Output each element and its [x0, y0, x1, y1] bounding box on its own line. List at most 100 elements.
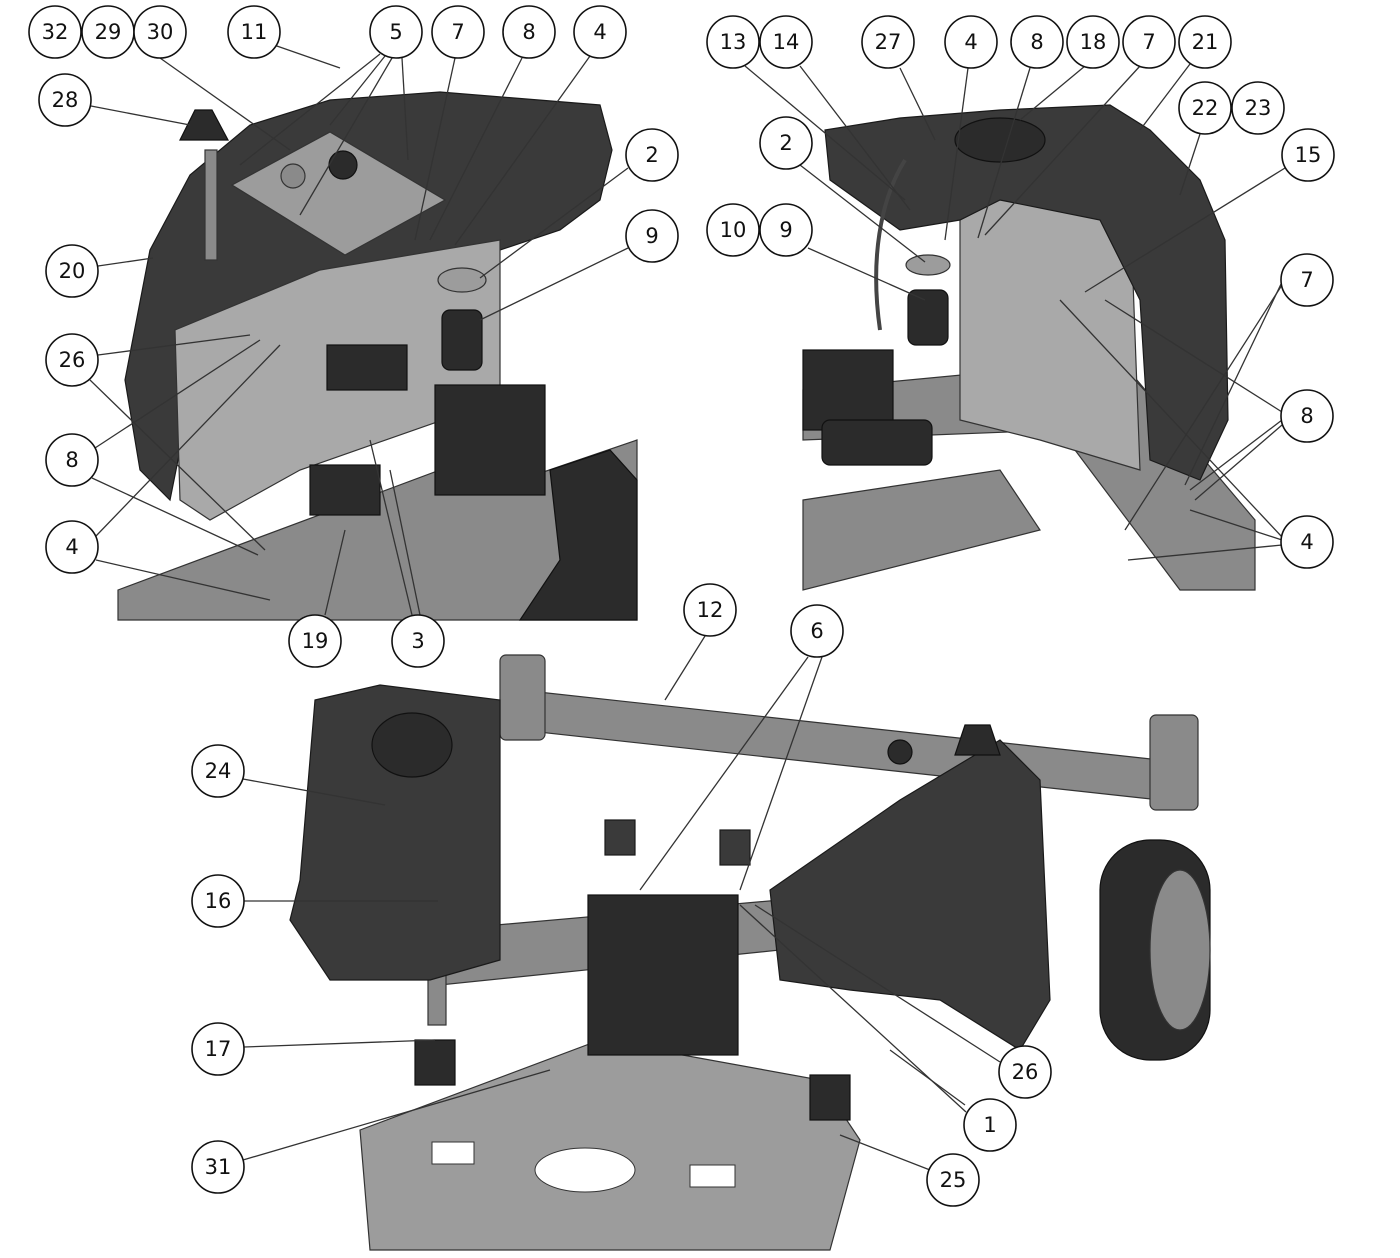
callout-1: 1	[963, 1098, 1017, 1152]
svg-text:21: 21	[1192, 30, 1219, 54]
callout-20: 20	[45, 244, 99, 298]
callout-21: 21	[1178, 15, 1232, 69]
svg-text:5: 5	[389, 20, 402, 44]
battery	[587, 894, 739, 1056]
svg-text:3: 3	[411, 629, 424, 653]
frame-rail	[802, 469, 1041, 591]
svg-text:22: 22	[1192, 96, 1219, 120]
svg-text:8: 8	[1300, 404, 1313, 428]
callout-18: 18	[1066, 15, 1120, 69]
callout-22: 22	[1178, 81, 1232, 135]
svg-text:25: 25	[940, 1168, 967, 1192]
svg-text:7: 7	[451, 20, 464, 44]
fuel-cap	[179, 109, 229, 141]
callout-29: 29	[81, 5, 135, 59]
svg-text:9: 9	[645, 224, 658, 248]
callout-3: 3	[391, 614, 445, 668]
callout-26: 26	[45, 333, 99, 387]
callout-6: 6	[790, 604, 844, 658]
callout-30: 30	[133, 5, 187, 59]
svg-text:26: 26	[59, 348, 86, 372]
top-left-view: 32 29 30 11 5 7 8 4 28 2 9 20 26 8 4 19 …	[28, 5, 679, 668]
svg-text:30: 30	[147, 20, 174, 44]
callout-7: 7	[431, 5, 485, 59]
callout-8: 8	[1280, 389, 1334, 443]
battery	[434, 384, 546, 496]
callout-9: 9	[625, 209, 679, 263]
rear-fender	[518, 449, 638, 621]
battery-hold-down	[604, 819, 636, 856]
callout-5: 5	[369, 5, 423, 59]
callout-15: 15	[1281, 128, 1335, 182]
callout-31: 31	[191, 1140, 245, 1194]
control-lever-knob	[887, 739, 913, 765]
battery	[802, 349, 894, 431]
callout-4: 4	[573, 5, 627, 59]
svg-text:2: 2	[779, 131, 792, 155]
callout-4: 4	[1280, 515, 1334, 569]
svg-text:6: 6	[810, 619, 823, 643]
callout-14: 14	[759, 15, 813, 69]
plate-hole	[534, 1147, 636, 1193]
svg-text:4: 4	[65, 535, 78, 559]
fuel-cap	[954, 117, 1046, 163]
caster-post	[1149, 714, 1199, 811]
callout-16: 16	[191, 874, 245, 928]
svg-text:2: 2	[645, 143, 658, 167]
wheel-hub	[1149, 869, 1211, 1031]
callout-8: 8	[502, 5, 556, 59]
svg-text:7: 7	[1300, 268, 1313, 292]
callout-23: 23	[1231, 81, 1285, 135]
spring-cap	[905, 254, 951, 276]
callout-2: 2	[759, 116, 813, 170]
callout-26: 26	[998, 1045, 1052, 1099]
fuel-tank	[824, 104, 1229, 481]
svg-text:1: 1	[983, 1113, 996, 1137]
bumper-block	[809, 1074, 851, 1121]
svg-text:32: 32	[42, 20, 69, 44]
fuel-line	[874, 158, 907, 331]
svg-text:9: 9	[779, 218, 792, 242]
battery-hold-down	[719, 829, 751, 866]
callout-4: 4	[45, 520, 99, 574]
hydraulic-reservoir-cap	[954, 724, 1001, 756]
callout-28: 28	[38, 73, 92, 127]
rear-frame-tube	[519, 689, 1161, 801]
callout-25: 25	[926, 1153, 980, 1207]
leader-lines	[744, 63, 1286, 561]
callout-11: 11	[227, 5, 281, 59]
callout-4: 4	[944, 15, 998, 69]
svg-text:19: 19	[302, 629, 329, 653]
svg-text:16: 16	[205, 889, 232, 913]
svg-text:15: 15	[1295, 143, 1322, 167]
control-panel-plate	[230, 131, 447, 256]
callout-2: 2	[625, 128, 679, 182]
svg-text:12: 12	[697, 598, 724, 622]
svg-text:7: 7	[1142, 30, 1155, 54]
solenoid	[309, 464, 381, 516]
svg-text:10: 10	[720, 218, 747, 242]
callout-8: 8	[1010, 15, 1064, 69]
callout-27: 27	[861, 15, 915, 69]
callout-9: 9	[759, 203, 813, 257]
key-switch	[280, 163, 306, 189]
plate-slot	[689, 1164, 736, 1188]
callout-24: 24	[191, 744, 245, 798]
callout-12: 12	[683, 583, 737, 637]
svg-text:13: 13	[720, 30, 747, 54]
spring	[907, 289, 949, 346]
bottom-view: 12 6 24 16 17 31 26 1 25	[191, 583, 1211, 1251]
svg-text:14: 14	[773, 30, 800, 54]
svg-text:26: 26	[1012, 1060, 1039, 1084]
spring-cap	[437, 267, 487, 293]
plate-slot	[431, 1141, 475, 1165]
callout-19: 19	[288, 614, 342, 668]
svg-text:31: 31	[205, 1155, 232, 1179]
svg-text:18: 18	[1080, 30, 1107, 54]
leader-lines	[89, 44, 629, 616]
spring	[441, 309, 483, 371]
right-fender	[769, 739, 1051, 1051]
bumper-block	[414, 1039, 456, 1086]
caster-post	[499, 654, 546, 741]
